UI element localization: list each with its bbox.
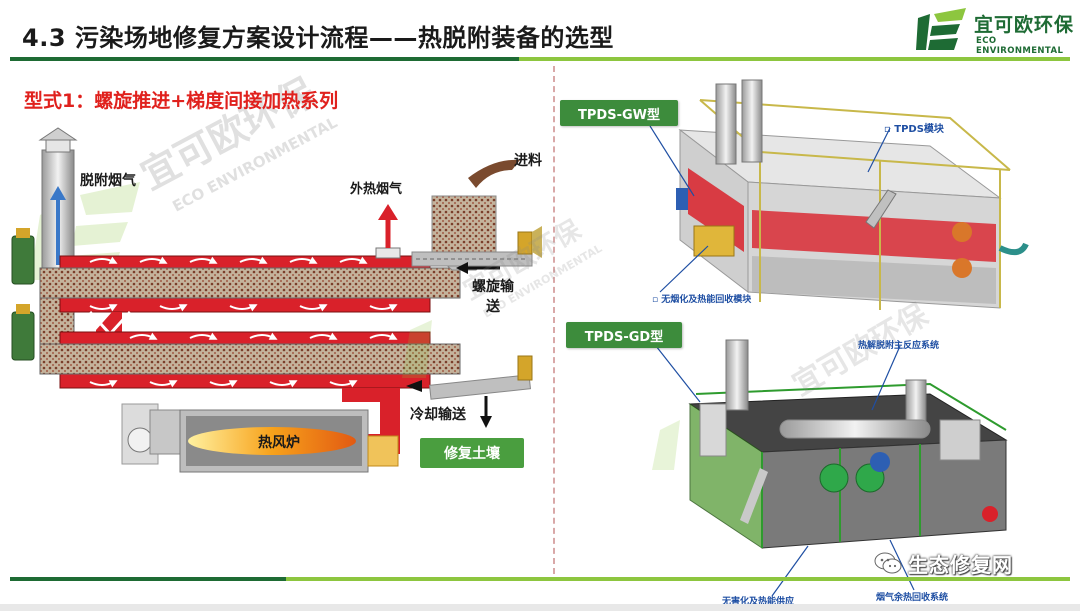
- logo-mark-icon: [916, 8, 966, 50]
- smokeless-module-note: ▫ 无烟化及热能回收模块: [652, 295, 752, 305]
- repaired-soil-box: 修复土壤: [420, 438, 524, 468]
- tpds-module-note: ▫ TPDS模块: [884, 124, 944, 135]
- screw-transport-label-1: 螺旋输: [472, 279, 514, 295]
- panel-divider: [553, 66, 555, 574]
- wechat-icon: [874, 552, 902, 574]
- model-gw-tag: TPDS-GW型: [560, 100, 678, 126]
- screw-transport-label-2: 送: [486, 299, 500, 315]
- logo-name-cn: 宜可欧环保: [974, 14, 1075, 36]
- feed-label: 进料: [514, 153, 542, 169]
- tpds-gd-machine: [688, 339, 1008, 549]
- heat-recovery-note: 烟气余热回收系统: [876, 593, 949, 603]
- company-logo: 宜可欧环保 ECO ENVIRONMENTAL: [916, 6, 1076, 56]
- page-title: 4.3 污染场地修复方案设计流程——热脱附装备的选型: [22, 24, 614, 52]
- external-gas-label: 外热烟气: [350, 182, 403, 197]
- wechat-label: 生态修复网: [908, 552, 1013, 577]
- footer-rule: [10, 577, 1070, 581]
- furnace-label: 热风炉: [258, 435, 300, 451]
- main-reaction-note: 热解脱附主反应系统: [858, 341, 940, 351]
- footer-band: [0, 604, 1080, 611]
- cooling-transport-label: 冷却输送: [410, 407, 466, 423]
- wechat-watermark: 生态修复网: [874, 548, 1013, 578]
- harmless-supply-note: 无害化及热能供应: [722, 597, 795, 607]
- desorption-gas-label: 脱附烟气: [80, 173, 136, 189]
- tpds-gw-machine: [676, 79, 1029, 310]
- section-title: 型式1：螺旋推进+梯度间接加热系列: [24, 90, 339, 112]
- logo-name-en: ECO ENVIRONMENTAL: [976, 36, 1064, 56]
- model-gd-tag: TPDS-GD型: [566, 322, 682, 348]
- header-rule: [10, 57, 1070, 61]
